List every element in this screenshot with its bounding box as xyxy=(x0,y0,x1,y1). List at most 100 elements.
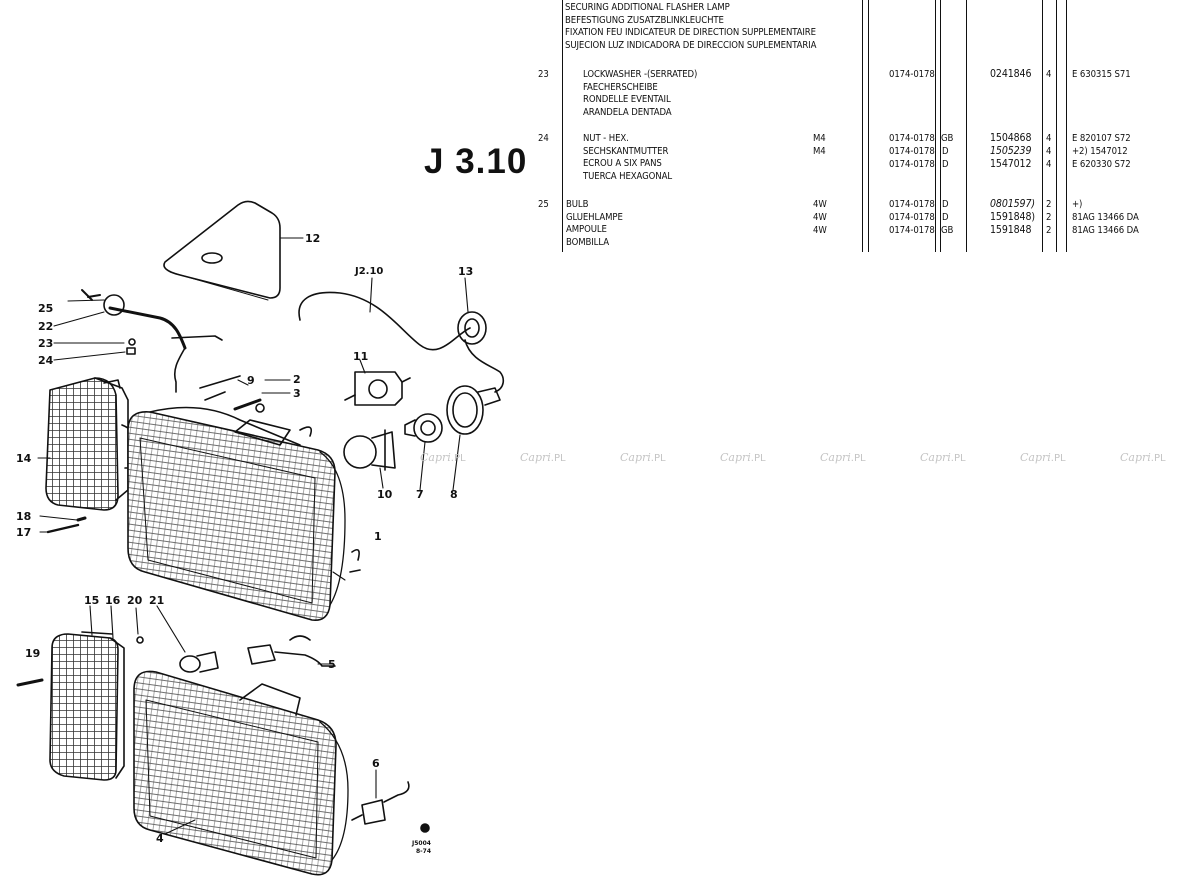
drawing-marker xyxy=(420,823,430,833)
item-description: LOCKWASHER -(SERRATED) FAECHERSCHEIBE RO… xyxy=(583,69,697,119)
screw-part-19 xyxy=(16,678,44,687)
desc-line: GLUEHLAMPE xyxy=(566,211,623,223)
spec: M4 xyxy=(813,133,826,144)
watermark: Capri.PL xyxy=(820,451,866,464)
plate-part-12 xyxy=(163,200,281,301)
callout-2: 2 xyxy=(293,373,301,386)
callout-22: 22 xyxy=(38,320,53,333)
callout-15: 15 xyxy=(84,594,99,607)
market-code: D xyxy=(942,146,949,157)
callout-24: 24 xyxy=(38,354,54,367)
callout-10: 10 xyxy=(377,488,393,501)
quantity: 4 xyxy=(1046,146,1052,157)
socket-part-5 xyxy=(247,635,336,667)
quantity: 4 xyxy=(1046,133,1052,144)
part-number: 0241846 xyxy=(990,68,1032,80)
market-code: GB xyxy=(941,133,954,144)
item-ref: 23 xyxy=(538,69,549,80)
quantity: 2 xyxy=(1046,199,1052,210)
watermark: Capri.PL xyxy=(1120,451,1166,464)
callout-20: 20 xyxy=(127,594,143,607)
bulb-part-10 xyxy=(343,429,396,471)
watermark: Capri.PL xyxy=(720,451,766,464)
desc-line: BULB xyxy=(566,199,589,210)
ref-number: E 630315 S71 xyxy=(1072,69,1131,80)
heading-en: SECURING ADDITIONAL FLASHER LAMP xyxy=(565,2,730,13)
ref-number: 81AG 13466 DA xyxy=(1072,225,1139,236)
bulb-holder-part-7 xyxy=(404,413,443,443)
desc-line: FAECHERSCHEIBE xyxy=(583,81,658,93)
headlamp-part-1 xyxy=(127,406,361,622)
item-description: BULB GLUEHLAMPE AMPOULE BOMBILLA xyxy=(566,199,623,249)
spec: 4W xyxy=(813,225,827,236)
desc-line: NUT - HEX. xyxy=(583,133,629,144)
table-divider xyxy=(966,0,967,252)
production-date: 0174-0178 xyxy=(889,225,935,236)
callout-8: 8 xyxy=(450,488,458,501)
nut-part-24 xyxy=(126,347,136,355)
bulb-holder-cable xyxy=(108,306,187,350)
screw-part-2 xyxy=(233,398,262,411)
quantity: 2 xyxy=(1046,225,1052,236)
production-date: 0174-0178 xyxy=(889,159,935,170)
callout-7: 7 xyxy=(416,488,424,501)
desc-line: ARANDELA DENTADA xyxy=(583,106,672,118)
watermark: Capri.PL xyxy=(1020,451,1066,464)
grommet-part-13 xyxy=(457,311,487,345)
desc-line: TUERCA HEXAGONAL xyxy=(583,170,672,182)
spec: 4W xyxy=(813,199,827,210)
bulb-part-11 xyxy=(344,371,411,406)
desc-line: RONDELLE EVENTAIL xyxy=(583,94,671,105)
spec: M4 xyxy=(813,146,826,157)
callout-17: 17 xyxy=(16,526,31,539)
desc-line: SECHSKANTMUTTER xyxy=(583,145,669,157)
watermark: Capri.PL xyxy=(620,451,666,464)
screw-part-17 xyxy=(46,523,80,534)
ref-number: +) xyxy=(1072,199,1083,210)
washer-part-23 xyxy=(128,338,136,346)
part-number: 1591848 xyxy=(990,224,1032,236)
nut-part-20 xyxy=(136,636,144,644)
bulb-holder-part-22 xyxy=(103,294,125,316)
wire-lead xyxy=(173,347,186,393)
ref-number: 81AG 13466 DA xyxy=(1072,212,1139,223)
part-number: 0801597) xyxy=(990,198,1035,210)
callout-25: 25 xyxy=(38,302,53,315)
washer-part-18 xyxy=(76,516,87,522)
callout-12: 12 xyxy=(305,232,320,245)
table-divider xyxy=(862,0,863,252)
parts-table: SECURING ADDITIONAL FLASHER LAMP BEFESTI… xyxy=(530,0,1200,252)
market-code: GB xyxy=(941,225,954,236)
desc-line: ECROU A SIX PANS xyxy=(583,158,662,169)
desc-line: LOCKWASHER -(SERRATED) xyxy=(583,69,698,80)
production-date: 0174-0178 xyxy=(889,133,935,144)
production-date: 0174-0178 xyxy=(889,212,935,223)
flasher-lamp-part-14 xyxy=(45,377,141,511)
wire-lead xyxy=(171,335,223,341)
heading-fr: FIXATION FEU INDICATEUR DE DIRECTION SUP… xyxy=(565,27,816,38)
page-title: J 3.10 xyxy=(424,142,528,181)
production-date: 0174-0178 xyxy=(889,146,935,157)
headlamp-part-4 xyxy=(133,670,349,876)
table-divider xyxy=(1066,0,1067,252)
callout-5: 5 xyxy=(328,658,336,671)
market-code: D xyxy=(942,199,949,210)
spec: 4W xyxy=(813,212,827,223)
callout-19: 19 xyxy=(25,647,40,660)
bulb-part-21 xyxy=(179,651,219,673)
production-date: 0174-0178 xyxy=(889,199,935,210)
ref-number: E 620330 S72 xyxy=(1072,159,1131,170)
table-divider xyxy=(935,0,936,252)
part-number: 1505239 xyxy=(990,145,1032,157)
flasher-lamp-part-15 xyxy=(49,631,125,781)
wire-lead xyxy=(464,339,505,393)
callout-4: 4 xyxy=(156,832,164,845)
desc-line: AMPOULE xyxy=(566,224,607,235)
socket-part-6 xyxy=(351,781,410,825)
item-ref: 25 xyxy=(538,199,549,210)
callout-9: 9 xyxy=(247,374,255,387)
table-divider xyxy=(1056,0,1057,252)
callout-14: 14 xyxy=(16,452,32,465)
